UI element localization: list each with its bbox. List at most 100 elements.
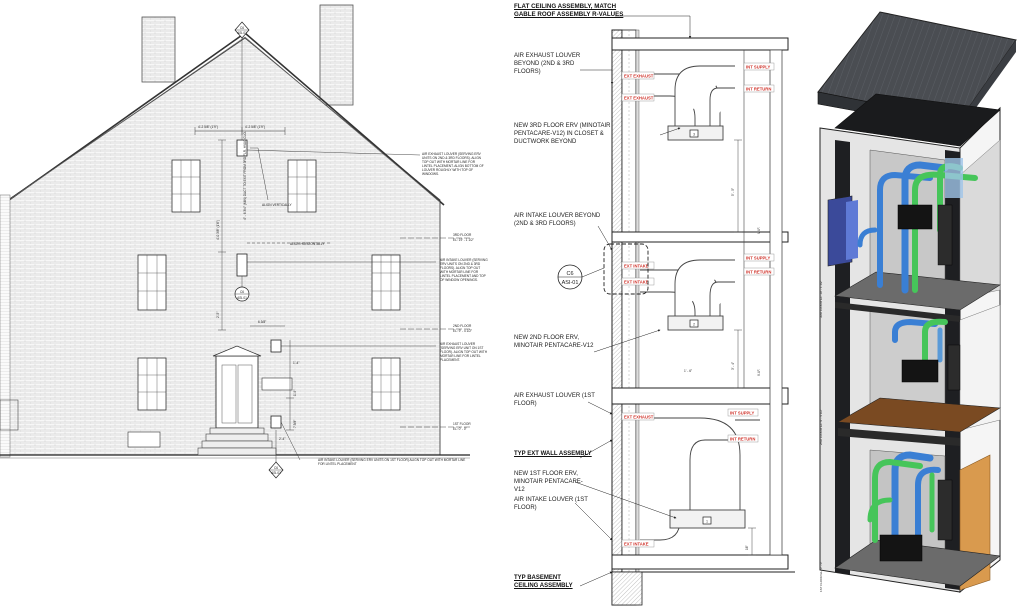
duct-tag-int-supply-2: INT SUPPLY [746,256,770,261]
axon-level-2: 2ND FLOOR EL: 9' - 4 1/2" [819,409,823,445]
axon-level-3: 3RD FLOOR EL: 19' - 1 1/2" [819,280,823,318]
chimney-left [141,16,176,83]
louvers [236,139,282,429]
section-callout: C6 ASI-01 [557,264,605,290]
detail-boundary [603,243,649,295]
section-dim-4: V.I.F. [757,227,761,234]
dim-9: 2'-4" [279,437,285,441]
duct-tag-int-return-1: INT RETURN [730,437,755,442]
section-label-3rd-erv: NEW 3RD FLOOR ERV (MINOTAIR PENTACARE-V1… [514,123,610,145]
section-label-2nd-erv: NEW 2ND FLOOR ERV, MINOTAIR PENTACARE-V1… [514,335,593,349]
erv-tags: 3 2 1 [693,133,708,524]
section-dim-1: 5' - 5" [731,188,735,196]
callout-top-ref: ASI-01 [237,31,247,35]
windows [137,159,401,411]
section-dimensions [734,139,756,556]
axon-level-tags: 3RD FLOOR EL: 19' - 1 1/2" 2ND FLOOR EL:… [819,280,823,592]
dim-1: 4'-2 5/8" (1'9") [198,125,218,129]
dimension-lines [194,30,470,462]
callout-top-num: C6 [240,26,244,30]
railing [0,399,19,431]
axon-erv-3 [897,204,933,230]
elevation-note-1: AIR EXHAUST LOUVER (SERVING ERV UNITS ON… [422,152,484,176]
section-dim-5: V.I.F. [757,369,761,376]
dim-5: 2'-5" [216,312,220,318]
duct-tag-ext-intake-2b: EXT INTAKE [624,280,649,285]
erv-tag-1: 1 [706,520,708,524]
foundation [611,571,643,606]
section-label-basement-ceiling: TYP BASEMENT CEILING ASSEMBLY [514,575,573,589]
duct-tag-ext-exhaust-3: EXT EXHAUST [624,74,654,79]
duct-tag-ext-intake-1: EXT INTAKE [624,542,649,547]
dim-3: 6 3/8" [258,320,266,324]
section-dim-3: 1' - 6" [684,369,692,373]
duct-tag-ext-exhaust-1: EXT EXHAUST [624,415,654,420]
section-label-exhaust-1st: AIR EXHAUST LOUVER (1ST FLOOR) [514,393,595,407]
exterior-wall [611,29,623,606]
duct-tag-ext-intake-2a: EXT INTAKE [624,264,649,269]
callout-bottom-num: C6 [274,466,278,470]
level-3rd-elev: EL: 19' - 1 1/2" [453,238,474,242]
duct-tag-int-return-2: INT RETURN [746,270,771,275]
section-label-ext-wall: TYP EXT WALL ASSEMBLY [514,451,592,457]
level-markers: 3RD FLOOR EL: 19' - 1 1/2" 2ND FLOOR EL:… [453,233,474,431]
duct-tag-boxes [621,62,775,548]
vent-note: 4" - 6 3/4" (MIN) DUCT TO EXIT FROM 3RD … [243,131,247,220]
level-2nd-elev: EL: 9' - 4 1/2" [453,329,472,333]
ductwork [640,65,760,541]
section-dim-2: 3' - 4" [731,362,735,370]
dim-2: 4'-2 5/8" (1'9") [245,125,265,129]
section-callout-num: C6 [566,271,573,277]
section-label-exhaust-beyond: AIR EXHAUST LOUVER BEYOND (2ND & 3RD FLO… [514,53,580,75]
elevation-note-4: AIR INTAKE LOUVER (SERVING ERV UNITS ON … [318,458,465,466]
level-1st-name: 1ST FLOOR [453,422,471,426]
leader-lines [574,15,692,587]
air-intake-louver-upper [236,253,248,277]
axon-level-1: 1ST FLOOR EL: 0' - 0" [819,562,823,592]
air-intake-louver-lower [270,415,282,429]
duct-tag-ext-intake-3: EXT EXHAUST [624,96,654,101]
section-dim-6: 16" [745,545,749,550]
basement-window [127,431,161,448]
callout-bottom-ref: ASI-01 [271,471,281,475]
level-3rd-name: 3RD FLOOR [453,233,472,237]
address-plaque [261,377,293,391]
elevation-note-2: AIR INTAKE LOUVER (SERVING ERV UNITS ON … [440,258,488,282]
duct-tags: EXT EXHAUST EXT EXHAUST INT SUPPLY INT R… [624,65,771,547]
axon-floor-wood [837,397,1001,433]
section-top-label: FLAT CEILING ASSEMBLY, MATCH GABLE ROOF … [514,3,623,18]
dim-7: 7 3/8" [293,420,297,428]
entry-door [197,345,277,456]
duct-tag-int-supply-1: INT SUPPLY [730,411,754,416]
interior-partition [769,49,783,556]
axon-erv-units [879,204,939,562]
axon-erv-2 [901,359,939,383]
erv-tag-3: 3 [693,133,695,137]
floor-slabs [611,37,789,570]
duct-tag-int-return-3: INT RETURN [746,87,771,92]
level-2nd-name: 2ND FLOOR [453,324,472,328]
section-label-intake-beyond: AIR INTAKE LOUVER BEYOND (2ND & 3RD FLOO… [514,213,600,227]
building-section: 3 2 1 EXT EXHAUST EXT EXHAUST INT SUPPLY… [557,15,795,606]
dim-8: 1'-4" [293,361,299,365]
chimney-right [319,4,354,106]
note-align-horizontally: ALIGN HORIZONTALLY [290,242,325,246]
side-addition [0,194,11,458]
dim-6: 1'-9" [293,390,297,396]
axon-erv-1 [879,534,923,562]
elevation-note-3: AIR EXHAUST LOUVER (SERVING ERV UNIT ON … [440,342,487,362]
elevation-dimension-text: 4'-2 5/8" (1'9") 4'-2 5/8" (1'9") 6 3/8"… [198,125,325,441]
axon-ducts [857,161,978,544]
air-exhaust-louver-lower [270,339,282,353]
level-1st-elev: EL: 0' - 0" [453,427,467,431]
section-label-1st-erv: NEW 1ST FLOOR ERV, MINOTAIR PENTACARE-V1… [514,471,583,493]
callout-mid-num: C6 [240,290,244,294]
erv-tag-boxes [689,129,712,525]
section-callouts: C6 ASI-01 C6 ASI-01 C6 ASI-01 [234,21,284,479]
duct-tag-int-supply-3: INT SUPPLY [746,65,770,70]
erv-tag-2: 2 [693,323,695,327]
section-label-intake-1st: AIR INTAKE LOUVER (1ST FLOOR) [514,497,588,511]
axonometric-view: 3RD FLOOR EL: 19' - 1 1/2" 2ND FLOOR EL:… [817,11,1017,594]
note-align-vertically: ALIGN VERTICALLY [262,203,293,207]
